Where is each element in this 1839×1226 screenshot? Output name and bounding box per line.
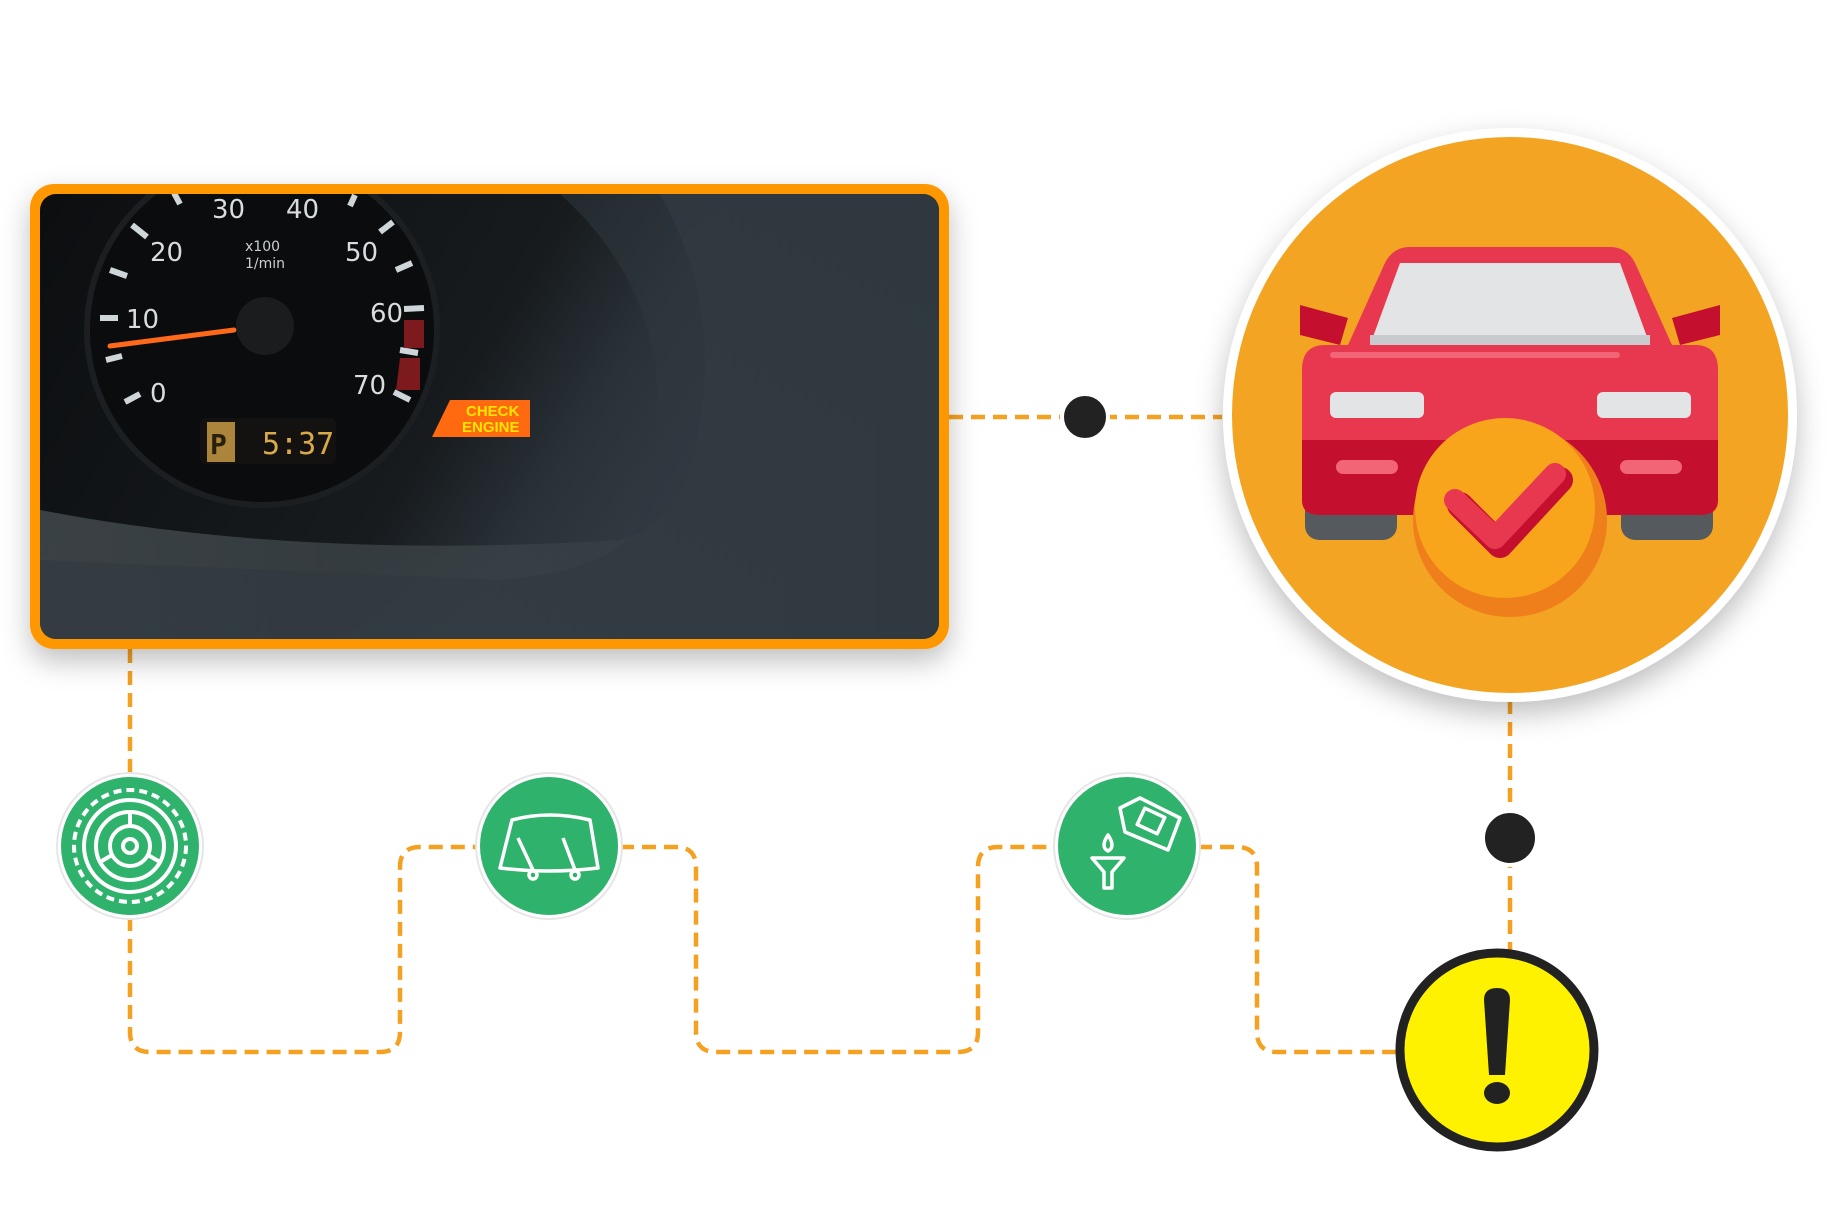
gauge-needle: [107, 327, 237, 349]
gauge-label-70: 70: [353, 371, 386, 401]
gauge-unit-multiplier: x100: [245, 239, 280, 255]
junction-dot: [1481, 809, 1539, 867]
check-engine-line-2: ENGINE: [462, 419, 520, 436]
tire-node: [56, 772, 204, 920]
gauge-label-0: 0: [150, 379, 167, 409]
connector-oil-to-warning: [1198, 844, 1400, 1055]
windshield-node: [475, 772, 623, 920]
gauge-ticks: [100, 194, 425, 405]
check-engine-line-1: CHECK: [466, 403, 520, 420]
dashboard-photo-content: 0 10 20 30 40 50 60 70 x100 1/min P 5:37…: [40, 194, 939, 639]
gauge-label-60: 60: [370, 299, 403, 329]
car-check-node: [1223, 128, 1797, 702]
gauge-label-40: 40: [286, 195, 319, 225]
gauge-hub: [236, 297, 294, 355]
warning-exclamation-icon: [1484, 988, 1510, 1104]
gauge-unit: 1/min: [245, 256, 285, 272]
check-engine-light: [432, 400, 530, 437]
dashboard-clock: 5:37: [262, 427, 334, 462]
gear-indicator: P: [210, 428, 227, 461]
warning-node: [1395, 948, 1599, 1152]
connector-windshield-to-oil: [620, 844, 1056, 1055]
gauge-label-20: 20: [150, 238, 183, 268]
windshield-wiper-icon: [498, 813, 600, 881]
junction-dot: [1060, 392, 1110, 442]
oil-node: [1053, 772, 1201, 920]
car-check-icon: [1300, 247, 1720, 617]
gauge-label-50: 50: [345, 238, 378, 268]
gauge-label-10: 10: [126, 305, 159, 335]
tire-icon: [72, 788, 188, 904]
oil-funnel-icon: [1090, 796, 1182, 890]
gauge-label-30: 30: [212, 195, 245, 225]
